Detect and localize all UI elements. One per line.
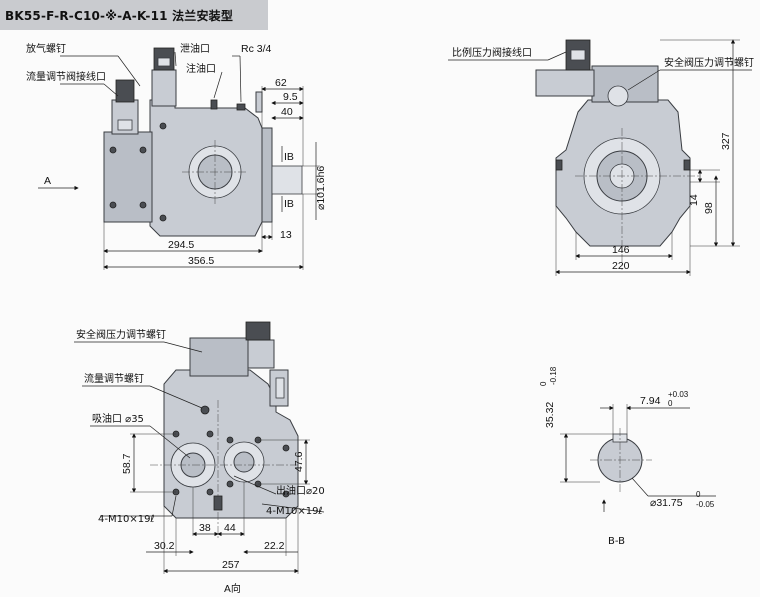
dim-shaft-dia-bb: ⌀31.75 [650,497,683,509]
dim-294-5: 294.5 [168,239,194,251]
dim-58-7: 58.7 [121,453,133,474]
dim-257: 257 [222,559,240,571]
bolt-left-label: 4-M10×19ℓ [98,514,155,525]
drain-port-label: 泄油口 [180,42,210,55]
section-mark-upper: IB [284,151,294,163]
dim-13: 13 [280,229,292,241]
dim-key-width-tol-lower: 0 [668,399,673,408]
front-view: 放气螺钉 流量调节阀接线口 泄油口 Rc 3/4 注油口 A 62 9.5 40… [26,42,327,270]
a-view-label: A向 [224,582,241,595]
dim-62: 62 [275,77,287,89]
dim-44: 44 [224,522,236,534]
flow-adjust-screw-label: 流量调节螺钉 [84,372,144,385]
valve-block [103,131,153,223]
top-solenoid [151,69,177,107]
mount-flange [261,127,273,223]
dim-keyway-depth: 35.32 [544,402,556,428]
dim-key-width-tol-upper: +0.03 [668,390,689,399]
dim-98: 98 [703,202,715,214]
dim-356-5: 356.5 [188,255,214,267]
dim-40: 40 [281,106,293,118]
dim-keyway-depth-tol-lower: -0.18 [549,366,558,385]
fill-port-plug [210,99,218,110]
dim-146: 146 [612,244,630,256]
dim-keyway-depth-tol-upper: 0 [539,381,548,386]
dim-327: 327 [720,132,732,150]
valve-block-a [189,337,249,377]
prop-valve-connector-label: 比例压力阀接线口 [452,46,532,59]
drain-port-plug [236,103,246,111]
dim-9-5: 9.5 [283,91,298,103]
dim-shaft-dia: ⌀101.6h6 [315,166,327,210]
dim-key-width: 7.94 [640,395,661,407]
section-bb: 35.32 0 -0.18 7.94 +0.03 0 ⌀31.75 0 -0.0… [539,366,716,547]
prop-valve-body [535,69,595,97]
side-view: 比例压力阀接线口 安全阀压力调节螺钉 327 98 14 146 220 [448,39,754,276]
fill-port-label: 注油口 [186,62,216,75]
flow-adjust-screw [200,405,210,415]
drain-thread-label: Rc 3/4 [241,43,272,55]
safety-valve-knob [607,85,629,107]
dim-shaft-dia-tol-lower: -0.05 [696,500,715,509]
flow-valve-connector [115,79,135,103]
dim-47-6: 47.6 [293,451,305,472]
section-mark-lower: IB [284,198,294,210]
section-bb-label: B-B [608,536,625,547]
dim-30-2: 30.2 [154,540,175,552]
outlet-port-label: 出油口⌀20 [276,484,325,497]
suction-port-label: 吸油口 ⌀35 [92,412,144,425]
connector-a [245,321,271,341]
drawing-title: BK55-F-R-C10-※-A-K-11 法兰安装型 [5,9,234,23]
bolt-right-label: 4-M10×19ℓ [266,506,323,517]
dim-38: 38 [199,522,211,534]
dim-14: 14 [688,194,700,206]
flow-valve-connector-label: 流量调节阀接线口 [26,70,106,83]
dim-shaft-dia-tol-upper: 0 [696,490,701,499]
title-bar: BK55-F-R-C10-※-A-K-11 法兰安装型 [0,0,268,30]
a-view: 安全阀压力调节螺钉 流量调节螺钉 吸油口 ⌀35 出油口⌀20 4-M10×19… [74,321,325,595]
safety-valve-screw-a-label: 安全阀压力调节螺钉 [76,328,166,341]
dim-22-2: 22.2 [264,540,285,552]
view-arrow-label: A [44,175,51,187]
safety-valve-screw-label: 安全阀压力调节螺钉 [664,56,754,69]
dim-220: 220 [612,260,630,272]
bleed-screw-label: 放气螺钉 [26,42,66,55]
drive-shaft [271,165,303,195]
